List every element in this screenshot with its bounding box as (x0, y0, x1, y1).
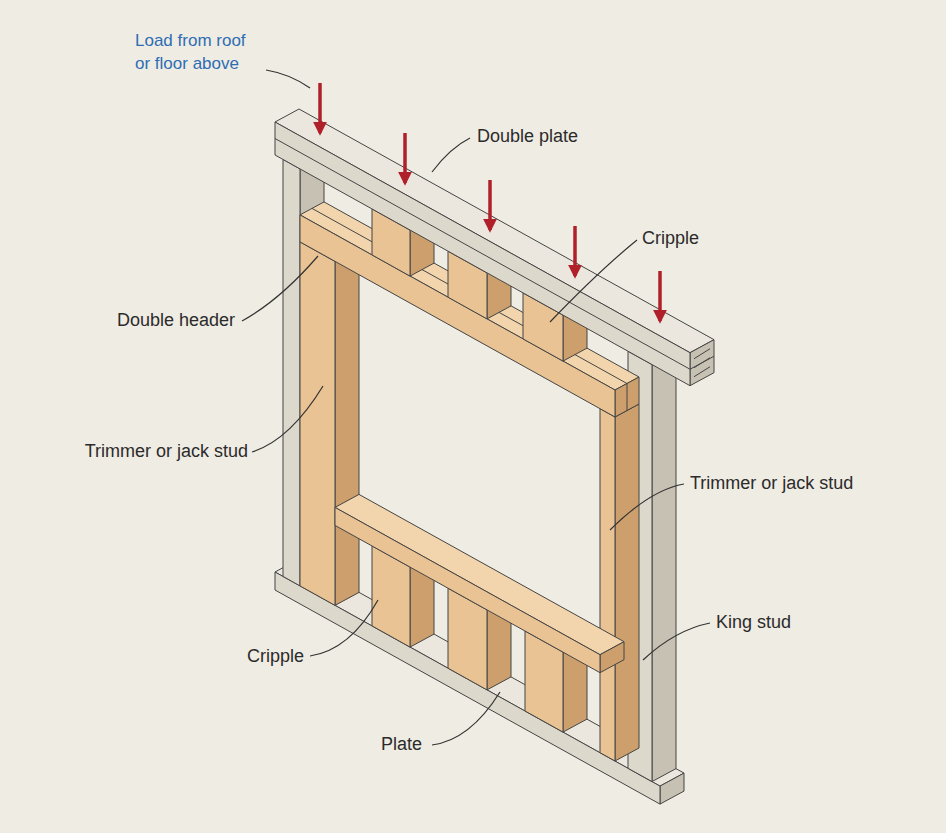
double-plate-top (275, 109, 714, 353)
double-header-seam (627, 384, 628, 411)
load-label: Load from roof or floor above (135, 30, 260, 76)
sill (335, 507, 600, 672)
part-label: King stud (716, 612, 791, 634)
leader-line (643, 623, 710, 660)
leader-line (266, 70, 310, 88)
trimmer-stud-side (615, 404, 639, 761)
sill-side (600, 642, 624, 673)
load-arrow (573, 226, 577, 276)
load-arrow (488, 180, 492, 230)
double-plate-seam (690, 356, 714, 369)
load-arrows (320, 83, 660, 321)
leader-line (432, 138, 470, 172)
leader-group (242, 70, 710, 745)
part-label: Plate (381, 734, 422, 756)
load-arrow (318, 83, 322, 133)
king-stud (283, 159, 300, 586)
part-label: Cripple (642, 228, 699, 250)
leader-line (310, 600, 378, 656)
leader-line (610, 484, 684, 530)
trimmer-stud (300, 242, 335, 606)
sill-top (335, 494, 624, 654)
trimmer-stud (600, 409, 615, 761)
end-grain (694, 349, 710, 359)
leader-line (252, 386, 323, 452)
end-grain (694, 367, 710, 377)
load-arrow (658, 271, 662, 321)
leader-line (432, 692, 500, 745)
part-label: Trimmer or jack stud (690, 473, 853, 495)
double-plate (275, 122, 690, 386)
king-stud-side (652, 352, 676, 782)
load-arrow (403, 133, 407, 183)
end-grain (694, 358, 710, 368)
trimmer-stud-side (335, 248, 359, 605)
part-label: Double header (117, 310, 235, 332)
bottom-plate-side (660, 773, 684, 804)
part-label: Double plate (477, 126, 578, 148)
part-label: Cripple (247, 646, 304, 668)
part-label: Trimmer or jack stud (85, 441, 248, 463)
double-plate-seam (275, 139, 690, 370)
double-plate-side (690, 340, 714, 386)
leader-line (550, 240, 637, 322)
leader-line (242, 256, 318, 321)
